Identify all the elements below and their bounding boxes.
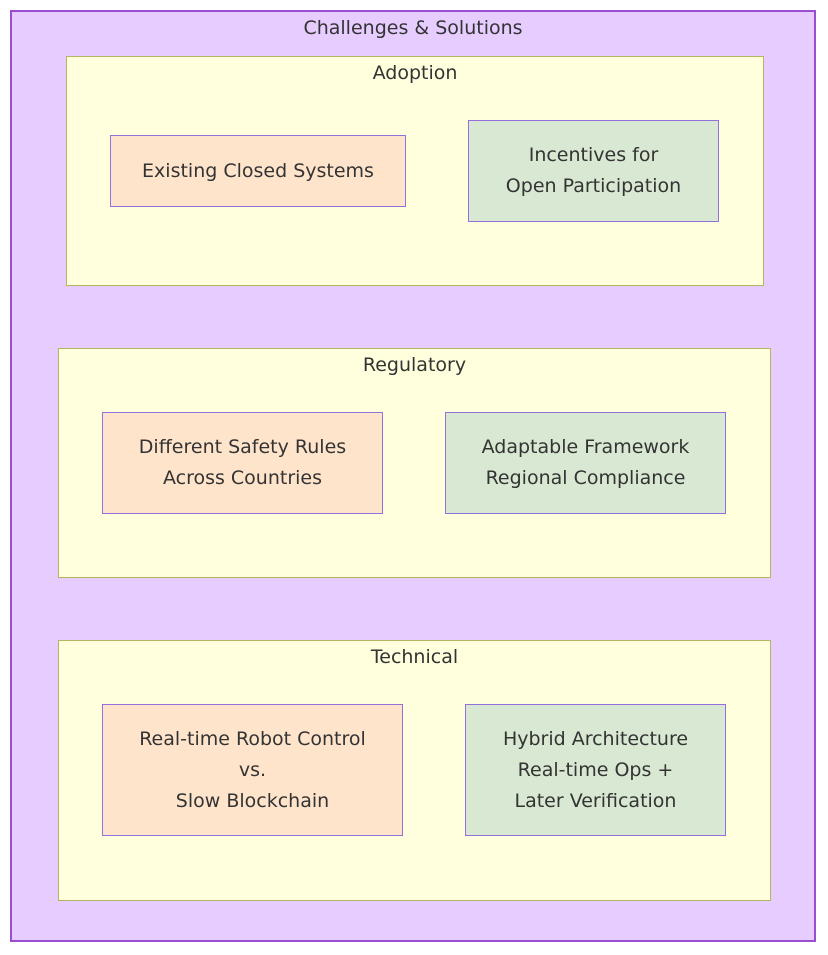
node-line: Regional Compliance bbox=[485, 467, 686, 489]
group-title-adoption: Adoption bbox=[372, 62, 458, 84]
solution-node-adaptable-framework: Adaptable Framework Regional Compliance bbox=[445, 412, 726, 514]
node-line: Later Verification bbox=[514, 789, 677, 812]
challenge-node-realtime-control: Real-time Robot Control vs. Slow Blockch… bbox=[102, 704, 403, 836]
solution-node-incentives: Incentives for Open Participation bbox=[468, 120, 719, 222]
node-line: vs. bbox=[238, 758, 267, 781]
node-line: Hybrid Architecture bbox=[502, 727, 689, 750]
node-line: Incentives for bbox=[528, 144, 659, 166]
node-line: Across Countries bbox=[162, 467, 323, 489]
group-title-regulatory: Regulatory bbox=[362, 354, 467, 376]
challenge-node-safety-rules: Different Safety Rules Across Countries bbox=[102, 412, 383, 514]
challenges-solutions-container: Challenges & Solutions Adoption Existing… bbox=[10, 10, 816, 942]
node-line: Real-time Ops + bbox=[517, 758, 674, 781]
node-line: Real-time Robot Control bbox=[139, 727, 366, 750]
node-line: Slow Blockchain bbox=[175, 789, 330, 812]
node-line: Different Safety Rules bbox=[138, 436, 347, 458]
solution-node-hybrid-architecture: Hybrid Architecture Real-time Ops + Late… bbox=[465, 704, 726, 836]
node-line: Existing Closed Systems bbox=[142, 159, 374, 182]
group-technical: Technical Real-time Robot Control vs. Sl… bbox=[58, 640, 771, 901]
group-regulatory: Regulatory Different Safety Rules Across… bbox=[58, 348, 771, 578]
group-adoption: Adoption Existing Closed Systems Incenti… bbox=[66, 56, 764, 286]
group-title-technical: Technical bbox=[370, 646, 459, 668]
challenge-node-existing-closed-systems: Existing Closed Systems bbox=[110, 135, 406, 207]
node-line: Open Participation bbox=[505, 175, 682, 197]
node-line: Adaptable Framework bbox=[481, 436, 690, 458]
diagram-title: Challenges & Solutions bbox=[303, 17, 523, 39]
